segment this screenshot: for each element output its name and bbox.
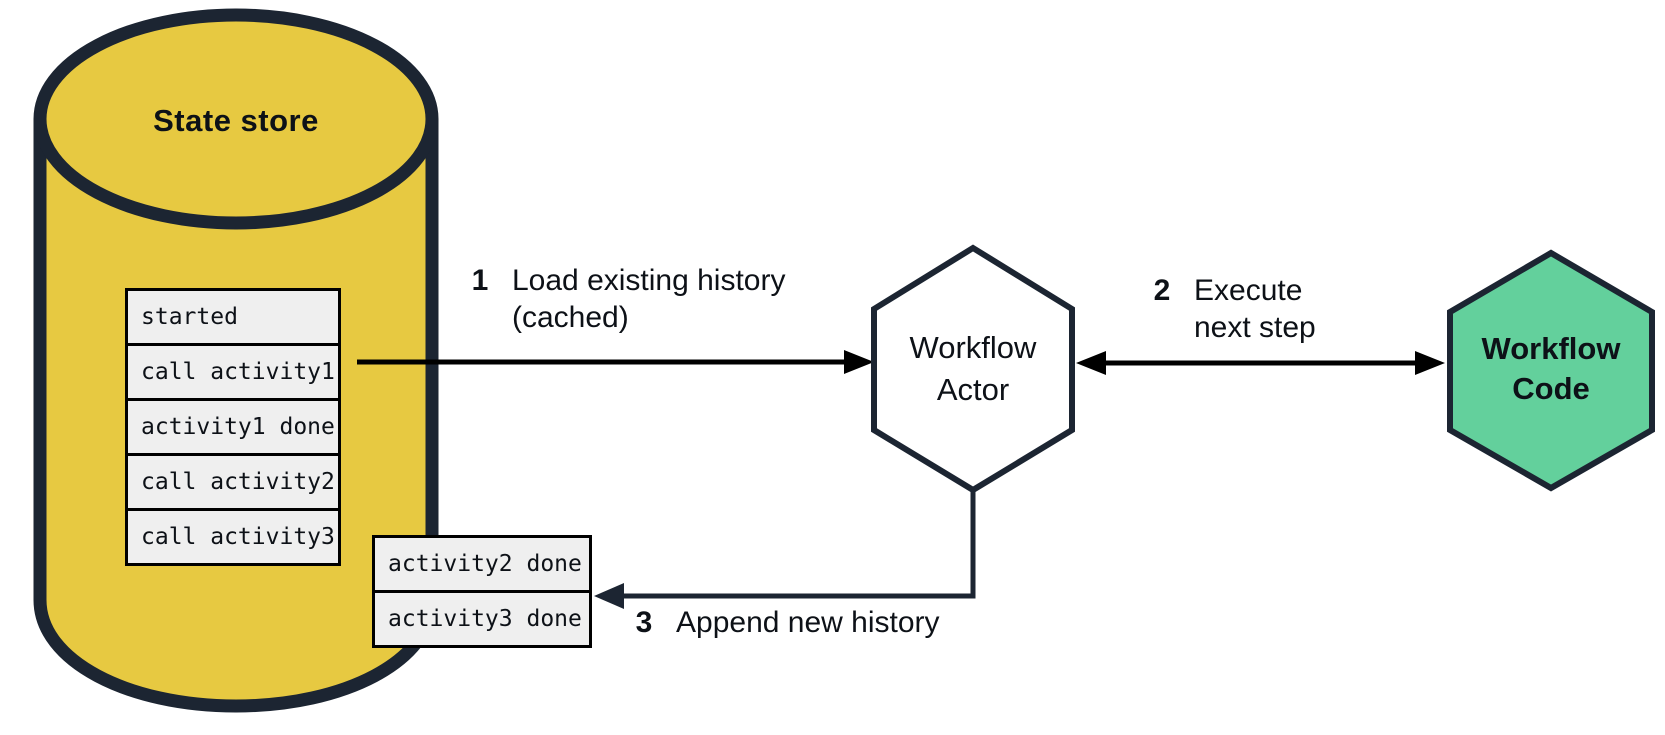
- step-1-text-line2: (cached): [512, 301, 629, 334]
- append-history-box: activity2 done activity3 done: [372, 535, 592, 648]
- step-1-text-line1: Load existing history: [512, 264, 786, 297]
- step-2-text: Execute next step: [1194, 272, 1316, 346]
- step-2-number: 2: [1153, 274, 1171, 307]
- step-1-annotation: 1 Load existing history (cached): [458, 262, 786, 336]
- workflow-code-hexagon: [1447, 249, 1655, 492]
- workflow-actor-label-line1: Workflow: [909, 330, 1037, 365]
- workflow-actor-hexagon: [871, 244, 1075, 494]
- step-3-text: Append new history: [676, 604, 940, 641]
- history-event-list: started call activity1 activity1 done ca…: [125, 288, 341, 566]
- history-row-call-activity2: call activity2: [125, 453, 341, 511]
- step-3-number: 3: [635, 606, 653, 639]
- state-store-cylinder-top: [33, 8, 439, 230]
- append-row-activity2-done: activity2 done: [372, 535, 592, 593]
- arrow-load-history-head: [844, 350, 874, 374]
- workflow-actor-label: Workflow Actor: [874, 327, 1072, 411]
- history-row-started: started: [125, 288, 341, 346]
- step-1-text: Load existing history (cached): [512, 262, 786, 336]
- step-3-text-line1: Append new history: [676, 606, 940, 639]
- arrow-append-history: [620, 490, 976, 599]
- workflow-actor-label-line2: Actor: [936, 372, 1010, 407]
- state-store-title: State store: [153, 103, 319, 138]
- history-row-activity1-done: activity1 done: [125, 398, 341, 456]
- arrow-execute-step-left-head: [1076, 351, 1106, 375]
- step-2-text-line2: next step: [1194, 311, 1316, 344]
- append-row-activity3-done: activity3 done: [372, 590, 592, 648]
- step-1-number: 1: [471, 264, 489, 297]
- step-2-annotation: 2 Execute next step: [1140, 272, 1316, 346]
- workflow-code-label-line2: Code: [1512, 371, 1590, 406]
- arrow-execute-step-right-head: [1415, 351, 1445, 375]
- workflow-code-label-line1: Workflow: [1481, 331, 1621, 366]
- history-row-call-activity1: call activity1: [125, 343, 341, 401]
- arrow-append-history-head: [594, 583, 624, 609]
- step-2-text-line1: Execute: [1194, 274, 1303, 307]
- history-row-call-activity3: call activity3: [125, 508, 341, 566]
- step-3-annotation: 3 Append new history: [622, 604, 940, 641]
- workflow-code-label: Workflow Code: [1450, 329, 1652, 409]
